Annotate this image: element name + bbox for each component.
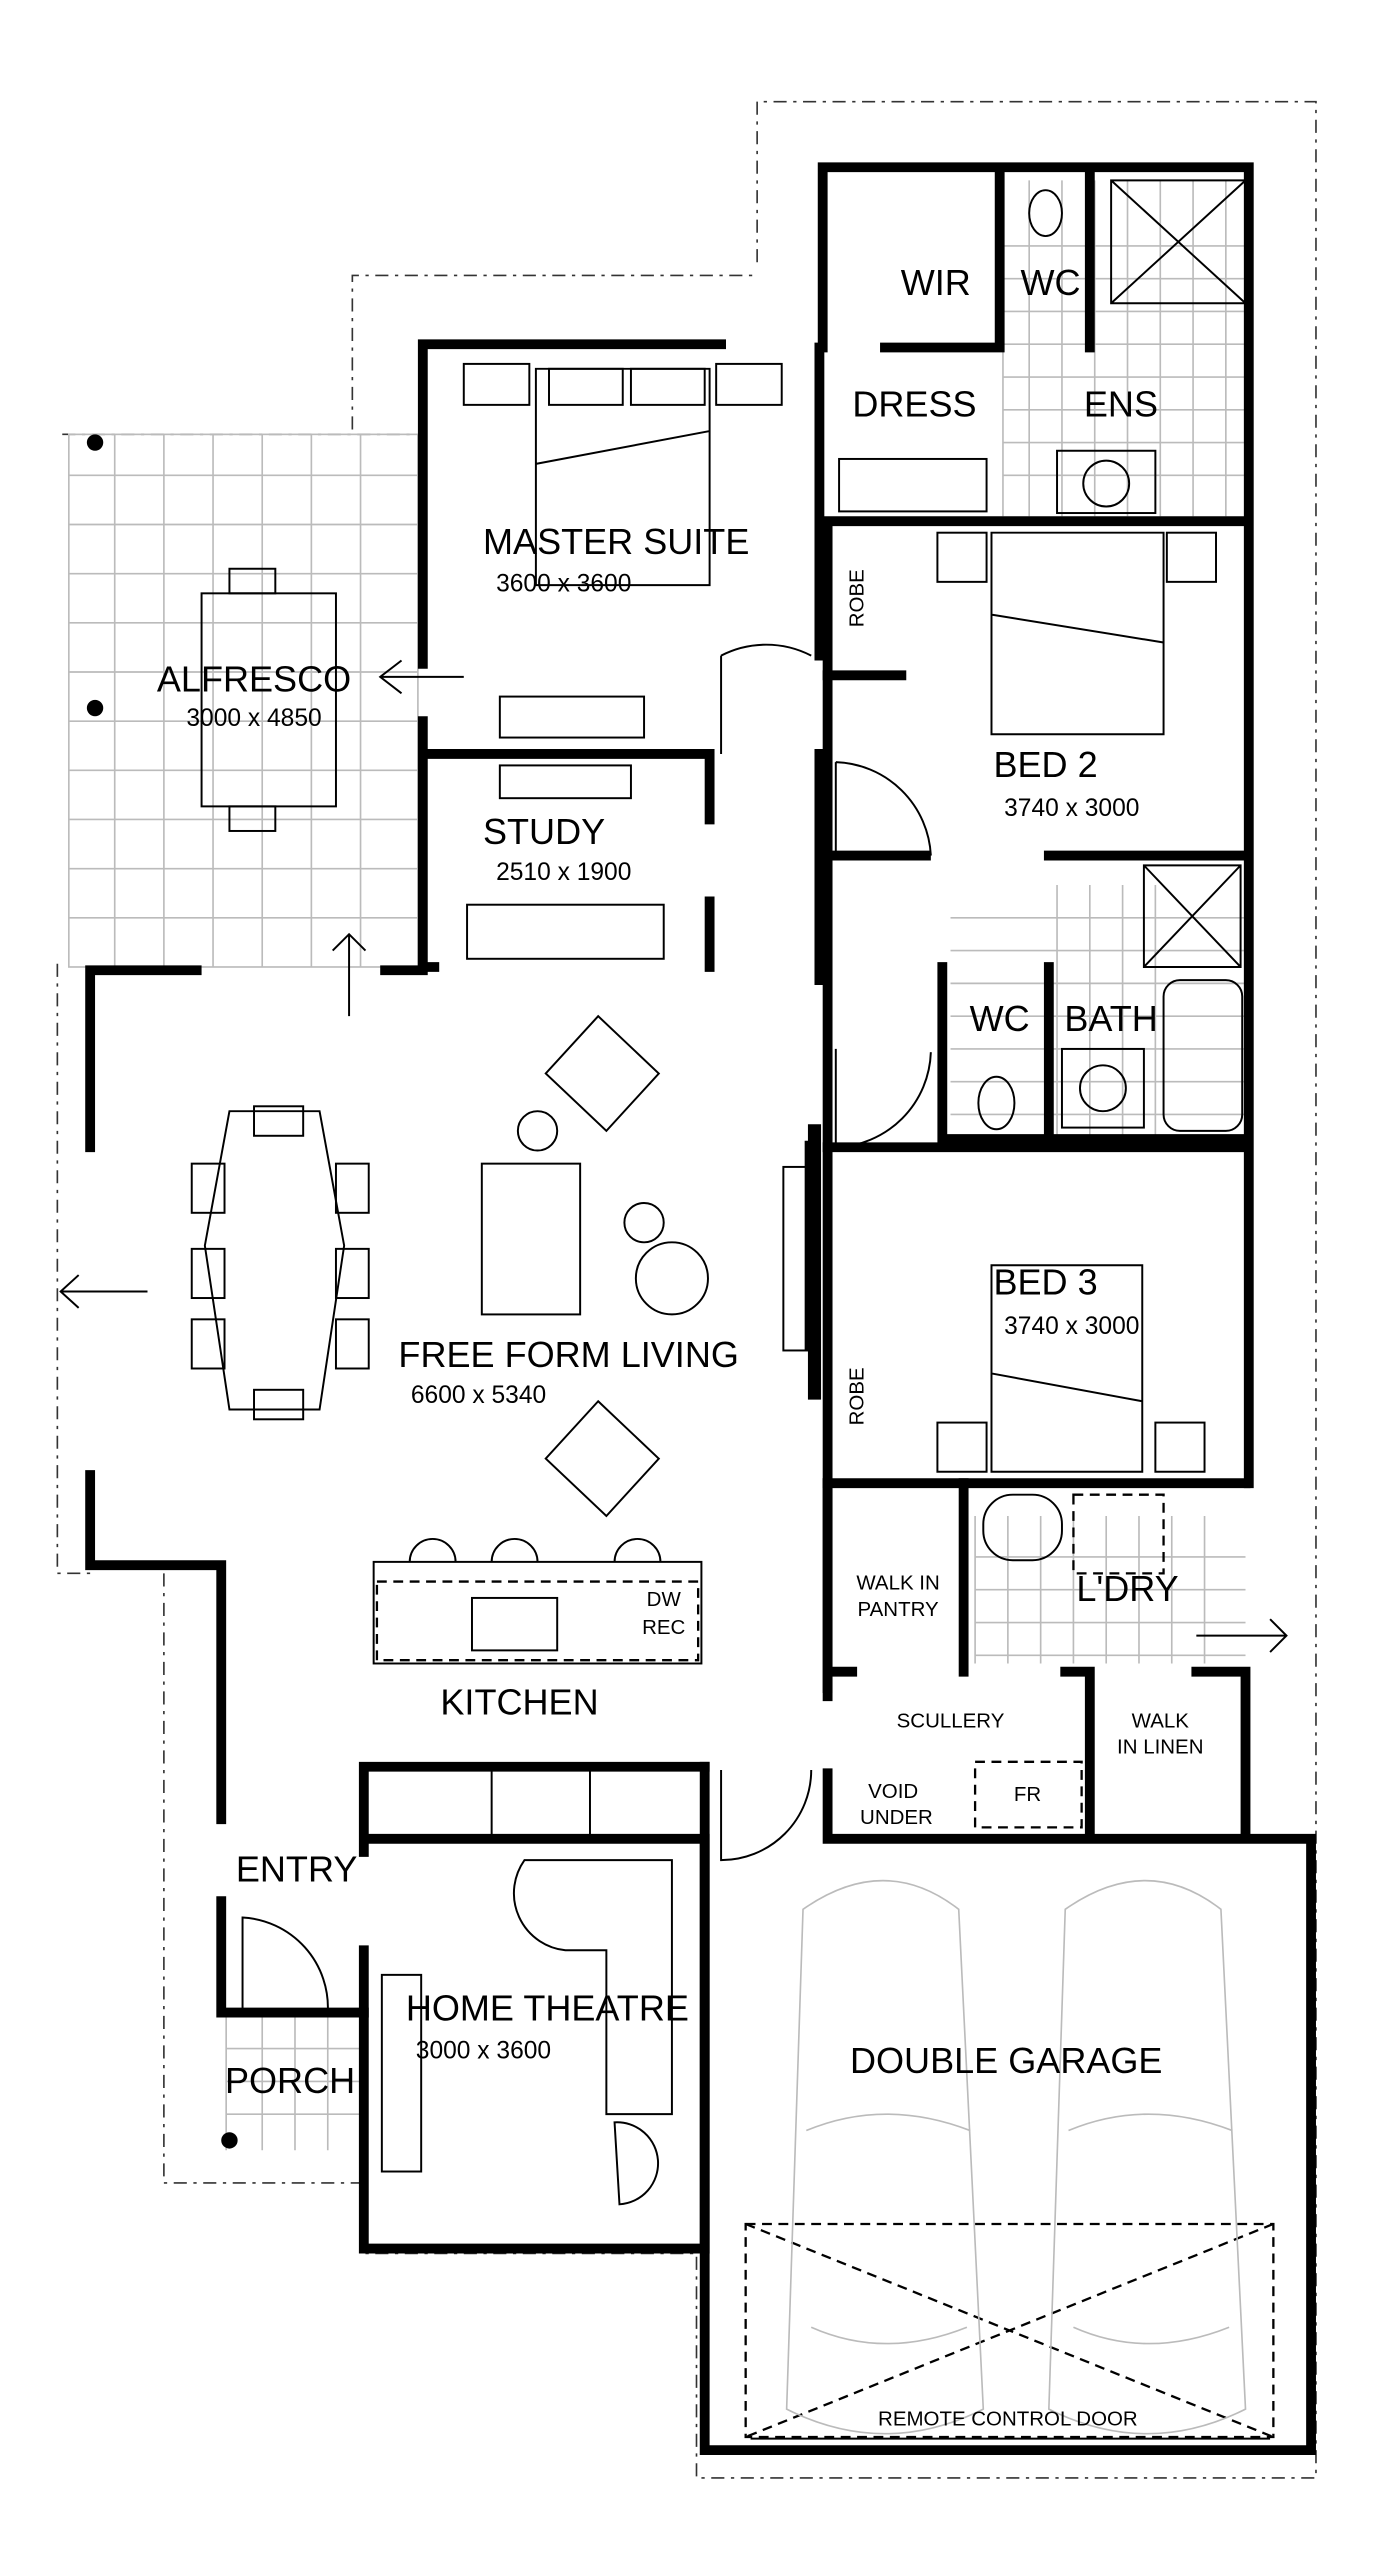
room-label-dress: DRESS <box>852 383 976 424</box>
room-label-porch: PORCH <box>225 2060 355 2101</box>
room-label-robe-bed2: ROBE <box>846 569 869 627</box>
furniture <box>190 362 1217 2206</box>
cars <box>785 1879 1247 2435</box>
room-label-linen-1: WALK <box>1132 1709 1190 1732</box>
room-label-bed2: BED 2 <box>993 744 1097 785</box>
room-label-home-theatre: HOME THEATRE <box>406 1988 689 2029</box>
room-label-double-garage: DOUBLE GARAGE <box>850 2040 1163 2081</box>
roofline <box>56 100 1317 2479</box>
alfresco-paving <box>68 433 419 968</box>
room-label-entry: ENTRY <box>236 1848 358 1889</box>
room-dims-master-suite: 3600 x 3600 <box>496 571 631 598</box>
room-label-bed3: BED 3 <box>993 1262 1097 1303</box>
room-label-study: STUDY <box>483 811 605 852</box>
room-label-pantry-1: WALK IN <box>856 1572 939 1595</box>
label-void: VOID <box>868 1780 918 1803</box>
label-fridge: FR <box>1014 1783 1041 1806</box>
walls <box>85 162 1316 2456</box>
room-dims-alfresco: 3000 x 4850 <box>186 705 321 732</box>
wet-area-tiles <box>221 180 1246 2151</box>
room-label-master-suite: MASTER SUITE <box>483 521 749 562</box>
room-label-bath: BATH <box>1064 998 1157 1039</box>
label-void-under: UNDER <box>860 1806 933 1829</box>
room-label-robe-bed3: ROBE <box>846 1367 869 1425</box>
room-label-laundry: L'DRY <box>1076 1568 1178 1609</box>
room-label-ensuite: ENS <box>1084 383 1158 424</box>
room-label-living: FREE FORM LIVING <box>398 1334 738 1375</box>
direction-arrows <box>59 659 1288 1653</box>
room-label-scullery: SCULLERY <box>897 1709 1005 1732</box>
room-label-wir: WIR <box>901 262 971 303</box>
room-label-ensuite-wc: WC <box>1020 262 1080 303</box>
room-dims-home-theatre: 3000 x 3600 <box>416 2037 551 2064</box>
room-label-kitchen: KITCHEN <box>440 1681 598 1722</box>
room-label-alfresco: ALFRESCO <box>157 659 351 700</box>
label-remote-control-door: REMOTE CONTROL DOOR <box>878 2408 1138 2431</box>
room-label-wc: WC <box>970 998 1030 1039</box>
room-dims-bed2: 3740 x 3000 <box>1004 795 1139 822</box>
room-label-linen-2: IN LINEN <box>1117 1736 1203 1759</box>
room-dims-study: 2510 x 1900 <box>496 859 631 886</box>
label-recycle: REC <box>642 1616 685 1639</box>
room-dims-living: 6600 x 5340 <box>411 1382 546 1409</box>
room-dims-bed3: 3740 x 3000 <box>1004 1313 1139 1340</box>
room-label-pantry-2: PANTRY <box>858 1598 939 1621</box>
label-dishwasher: DW <box>647 1588 682 1611</box>
doors-windows <box>241 179 1275 2440</box>
